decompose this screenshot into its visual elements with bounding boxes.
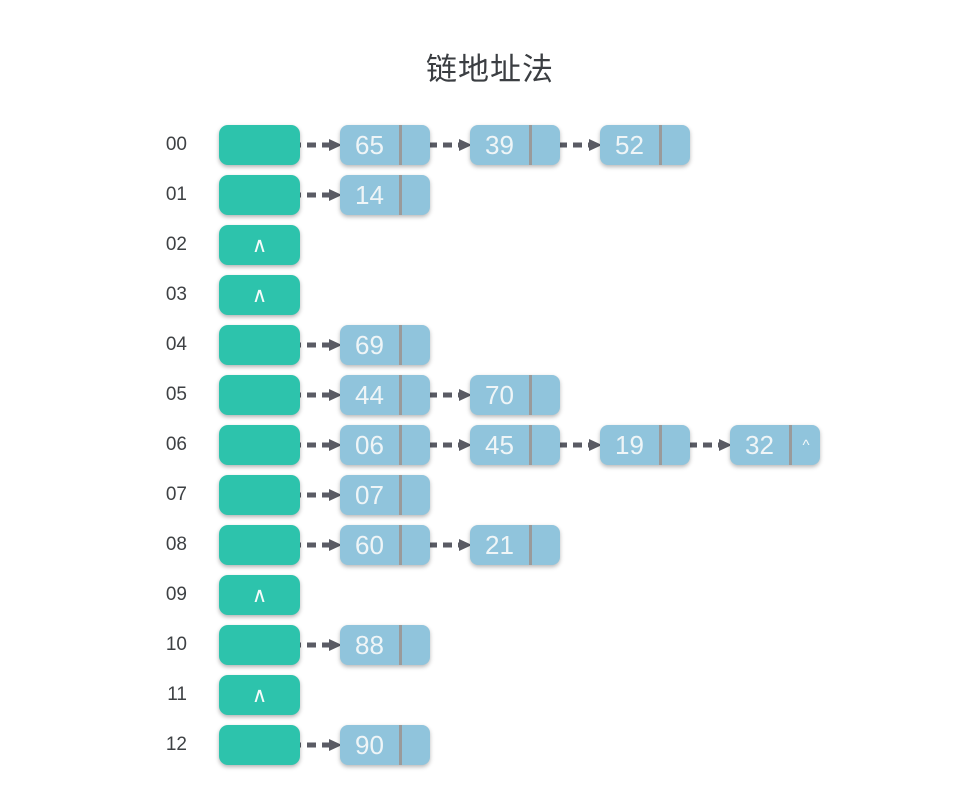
chain-node: 39	[470, 125, 560, 165]
node-value: 19	[615, 429, 644, 460]
chain-node: 90	[340, 725, 430, 765]
bucket	[219, 475, 300, 515]
bucket	[219, 425, 300, 465]
row-label: 04	[165, 334, 187, 355]
bucket: ∧	[219, 675, 300, 715]
node-pointer-field	[662, 125, 690, 165]
chain-node: 88	[340, 625, 430, 665]
row-label: 08	[165, 534, 187, 555]
chain-node: 69	[340, 325, 430, 365]
node-pointer-field	[402, 375, 430, 415]
node-divider	[529, 525, 532, 565]
node-value: 52	[615, 129, 644, 160]
node-divider	[399, 525, 402, 565]
row-label: 00	[165, 134, 187, 155]
bucket-null-symbol: ∧	[251, 283, 268, 307]
bucket	[219, 525, 300, 565]
bucket	[219, 625, 300, 665]
node-pointer-field	[532, 425, 560, 465]
chain-node: 14	[340, 175, 430, 215]
bucket	[219, 325, 300, 365]
row-label: 01	[165, 184, 187, 205]
node-value: 69	[355, 329, 384, 360]
bucket: ∧	[219, 575, 300, 615]
chain-node: 19	[600, 425, 690, 465]
bucket-null-symbol: ∧	[251, 583, 268, 607]
node-value: 32	[745, 429, 774, 460]
row-label: 06	[165, 434, 187, 455]
node-value: 65	[355, 129, 384, 160]
node-divider	[399, 625, 402, 665]
chain-node: 52	[600, 125, 690, 165]
node-pointer-field	[662, 425, 690, 465]
bucket-null-symbol: ∧	[251, 683, 268, 707]
node-divider	[659, 125, 662, 165]
node-divider	[399, 425, 402, 465]
chain-node: 44	[340, 375, 430, 415]
node-value: 60	[355, 529, 384, 560]
row-label: 09	[165, 584, 187, 605]
node-value: 14	[355, 179, 384, 210]
node-divider	[399, 125, 402, 165]
node-value: 06	[355, 429, 384, 460]
node-value: 21	[485, 529, 514, 560]
chain-node: 45	[470, 425, 560, 465]
node-divider	[529, 425, 532, 465]
node-null-marker: ^	[802, 436, 810, 454]
chain-node: 21	[470, 525, 560, 565]
node-divider	[399, 725, 402, 765]
node-divider	[789, 425, 792, 465]
node-pointer-field	[402, 175, 430, 215]
node-value: 39	[485, 129, 514, 160]
chain-node: 32 ^	[730, 425, 820, 465]
bucket	[219, 175, 300, 215]
node-divider	[529, 125, 532, 165]
node-pointer-field	[402, 725, 430, 765]
node-value: 07	[355, 479, 384, 510]
page-title: 链地址法	[426, 52, 554, 87]
chain-node: 65	[340, 125, 430, 165]
node-divider	[399, 375, 402, 415]
node-pointer-field	[402, 525, 430, 565]
row-label: 12	[165, 734, 187, 755]
node-pointer-field	[402, 125, 430, 165]
node-pointer-field	[532, 125, 560, 165]
node-pointer-field	[532, 525, 560, 565]
node-divider	[399, 325, 402, 365]
node-value: 44	[355, 379, 384, 410]
node-divider	[659, 425, 662, 465]
row-label: 11	[167, 684, 187, 705]
node-pointer-field	[402, 325, 430, 365]
node-pointer-field	[402, 425, 430, 465]
node-pointer-field	[402, 475, 430, 515]
bucket	[219, 375, 300, 415]
row-label: 07	[165, 484, 187, 505]
node-pointer-field	[402, 625, 430, 665]
row-label: 05	[165, 384, 187, 405]
bucket: ∧	[219, 275, 300, 315]
bucket: ∧	[219, 225, 300, 265]
bucket	[219, 725, 300, 765]
node-value: 70	[485, 379, 514, 410]
row-label: 02	[165, 234, 187, 255]
bucket-null-symbol: ∧	[251, 233, 268, 257]
chain-node: 60	[340, 525, 430, 565]
node-divider	[529, 375, 532, 415]
node-value: 90	[355, 729, 384, 760]
chain-node: 06	[340, 425, 430, 465]
node-pointer-field	[532, 375, 560, 415]
node-divider	[399, 475, 402, 515]
node-value: 88	[355, 629, 384, 660]
row-label: 10	[165, 634, 187, 655]
chain-node: 70	[470, 375, 560, 415]
row-label: 03	[165, 284, 187, 305]
chain-node: 07	[340, 475, 430, 515]
node-divider	[399, 175, 402, 215]
bucket	[219, 125, 300, 165]
node-value: 45	[485, 429, 514, 460]
